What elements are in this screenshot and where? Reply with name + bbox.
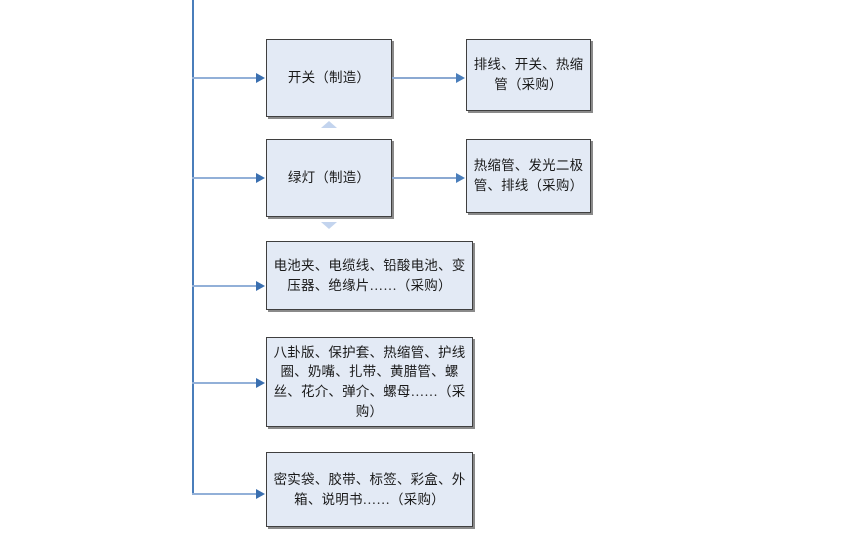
node-packaging-materials-label: 密实袋、胶带、标签、彩盒、外箱、说明书……（采购） xyxy=(273,471,466,507)
green-light-to-green-light-parts-line xyxy=(392,177,458,179)
node-green-light-parts[interactable]: 热缩管、发光二极管、排线（采购） xyxy=(466,139,591,213)
branch-to-hardware-materials-line xyxy=(192,382,258,384)
branch-to-electrical-materials-arrowhead xyxy=(256,281,265,291)
branch-to-packaging-materials-arrowhead xyxy=(256,489,265,499)
node-hardware-materials[interactable]: 八卦版、保护套、热缩管、护线圈、奶嘴、扎带、黄腊管、螺丝、花介、弹介、螺母……（… xyxy=(266,337,473,427)
branch-to-green-light-line xyxy=(192,177,258,179)
green-light-to-green-light-parts-arrowhead xyxy=(456,173,465,183)
trunk-vertical-line xyxy=(192,0,194,495)
node-switch-parts[interactable]: 排线、开关、热缩管（采购） xyxy=(466,39,591,111)
branch-to-hardware-materials-arrowhead xyxy=(256,378,265,388)
node-electrical-materials-label: 电池夹、电缆线、铅酸电池、变压器、绝缘片……（采购） xyxy=(273,257,466,293)
branch-to-green-light-arrowhead xyxy=(256,173,265,183)
switch-to-switch-parts-line xyxy=(392,77,458,79)
node-switch-label: 开关（制造） xyxy=(287,70,371,86)
node-hardware-materials-label: 八卦版、保护套、热缩管、护线圈、奶嘴、扎带、黄腊管、螺丝、花介、弹介、螺母……（… xyxy=(273,344,466,419)
node-switch[interactable]: 开关（制造） xyxy=(266,39,392,117)
node-green-light-parts-label: 热缩管、发光二极管、排线（采购） xyxy=(473,158,584,193)
node-packaging-materials[interactable]: 密实袋、胶带、标签、彩盒、外箱、说明书……（采购） xyxy=(266,452,473,527)
node-green-light[interactable]: 绿灯（制造） xyxy=(266,139,392,217)
node-electrical-materials[interactable]: 电池夹、电缆线、铅酸电池、变压器、绝缘片……（采购） xyxy=(266,241,473,310)
branch-to-electrical-materials-line xyxy=(192,285,258,287)
triangle-down-icon xyxy=(321,222,337,229)
branch-to-packaging-materials-line xyxy=(192,493,258,495)
switch-to-switch-parts-arrowhead xyxy=(456,73,465,83)
branch-to-switch-line xyxy=(192,77,258,79)
branch-to-switch-arrowhead xyxy=(256,73,265,83)
node-green-light-label: 绿灯（制造） xyxy=(287,170,371,186)
node-switch-parts-label: 排线、开关、热缩管（采购） xyxy=(473,57,584,92)
triangle-up-icon xyxy=(321,121,337,128)
